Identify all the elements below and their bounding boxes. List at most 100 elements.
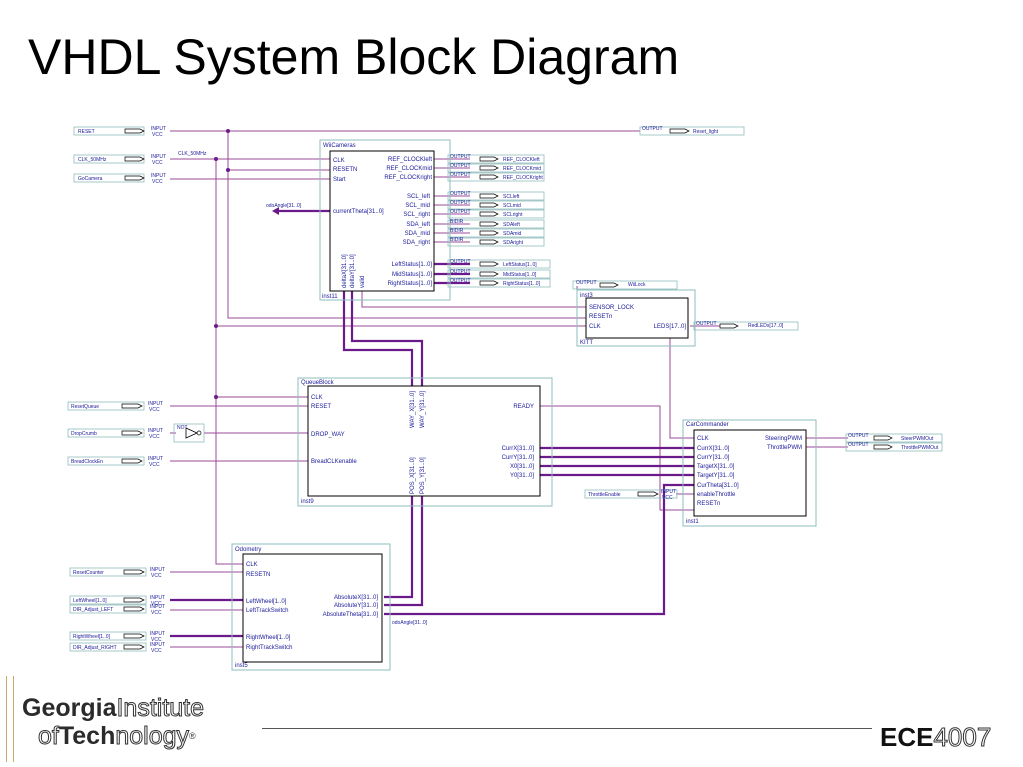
pin-label: RESETn bbox=[589, 314, 612, 320]
pin-label: TargetX[31..0] bbox=[697, 464, 735, 470]
net-label-odo-angle-2: odoAngle[31..0] bbox=[392, 620, 428, 626]
pin-label: OUTPUT bbox=[848, 433, 869, 439]
input-pins: RESET INPUT VCC CLK_50MHz INPUT VCC GoCa… bbox=[67, 126, 678, 654]
block-kitt: inst3 KITT SENSOR_LOCK RESETn CLK LEDS[1… bbox=[576, 289, 696, 347]
pin-label: SteerPWMOut bbox=[901, 436, 934, 442]
input-pin-right-wheel: RightWheel[1..0] INPUT VCC bbox=[69, 631, 165, 643]
pin-label: VCC bbox=[151, 648, 162, 654]
pin-label: inst3 bbox=[580, 293, 593, 299]
pin-label: AbsoluteX[31..0] bbox=[334, 595, 378, 601]
input-label-go: GoCamera bbox=[78, 176, 103, 182]
pin-label: SCLright bbox=[503, 212, 523, 218]
net-label-odo-angle: odoAngle[31..0] bbox=[266, 203, 302, 209]
pin-label: AbsoluteY[31..0] bbox=[334, 603, 378, 609]
pin-label: ThrottlePWMOut bbox=[901, 445, 939, 451]
pin-label: WiiLock bbox=[628, 282, 646, 288]
pin-label: VCC bbox=[152, 179, 163, 185]
pin-label: INPUT bbox=[150, 631, 165, 637]
pin-label: BreadCLKenable bbox=[311, 459, 357, 465]
block-name-kitt: KITT bbox=[580, 340, 593, 346]
pin-label: LeftWheel[1..0] bbox=[246, 599, 287, 605]
pin-label: VCC bbox=[149, 407, 160, 413]
pin-label: SDAright bbox=[503, 240, 524, 246]
pin-label: REF_CLOCKright bbox=[384, 175, 432, 181]
pin-label: CLK bbox=[246, 562, 258, 568]
pin-label: OUTPUT bbox=[450, 259, 471, 265]
pin-label: deltaX[31..0] bbox=[342, 254, 348, 288]
pin-label: INPUT bbox=[151, 126, 166, 132]
pin-label: MidStatus[1..0] bbox=[503, 272, 537, 278]
pin-label: OUTPUT bbox=[450, 269, 471, 275]
pin-label: ResetQueue bbox=[71, 404, 99, 410]
pin-label: OUTPUT bbox=[450, 154, 471, 160]
pin-label: SDAmid bbox=[503, 231, 522, 237]
pin-label: RESETn bbox=[697, 501, 720, 507]
pin-label: OUTPUT bbox=[450, 163, 471, 169]
pin-label: BIDIR bbox=[450, 219, 464, 225]
pin-label: REF_CLOCKleft bbox=[388, 157, 432, 163]
pin-label: CLK bbox=[311, 395, 323, 401]
pin-label: SCLmid bbox=[503, 203, 521, 209]
pin-label: RightStatus[1..0] bbox=[388, 281, 433, 287]
net-label-clk: CLK_50MHz bbox=[178, 151, 207, 157]
pin-label: OUTPUT bbox=[642, 126, 663, 132]
pin-label: TargetY[31..0] bbox=[697, 473, 735, 479]
block-diagram: RESET INPUT VCC CLK_50MHz INPUT VCC GoCa… bbox=[67, 126, 943, 671]
pin-label: BreadClockEn bbox=[71, 459, 103, 465]
pin-label: REF_CLOCKright bbox=[503, 175, 543, 181]
pin-label: VCC bbox=[151, 637, 162, 643]
block-car-commander: CarCommander inst1 CLK CurrX[31..0] Curr… bbox=[682, 419, 817, 527]
input-label-reset: RESET bbox=[78, 129, 95, 135]
pin-label: OUTPUT bbox=[696, 321, 717, 327]
input-pin-go: GoCamera INPUT VCC bbox=[73, 173, 166, 185]
pin-label: SDA_left bbox=[406, 222, 430, 228]
pin-label: SCLleft bbox=[503, 194, 520, 200]
pin-label: INPUT bbox=[148, 401, 163, 407]
pin-label: REF_CLOCKmid bbox=[386, 166, 432, 172]
pin-label: CurrY[31..0] bbox=[697, 455, 730, 461]
input-pin-clk: CLK_50MHz INPUT VCC bbox=[73, 154, 166, 166]
pin-label: BIDIR bbox=[450, 237, 464, 243]
pin-label: VCC bbox=[662, 495, 673, 501]
output-pin-wii-lock: OUTPUT WiiLock bbox=[572, 280, 678, 290]
pin-label: INPUT bbox=[148, 456, 163, 462]
pin-label: OUTPUT bbox=[450, 200, 471, 206]
pin-label: SCL_mid bbox=[405, 203, 430, 209]
pin-label: POS_X[31..0] bbox=[410, 457, 416, 494]
block-queue: QueueBlock inst9 CLK RESET DROP_WAY Brea… bbox=[297, 377, 553, 507]
input-label-clk: CLK_50MHz bbox=[78, 157, 107, 163]
pin-label: deltaY[31..0] bbox=[350, 254, 356, 288]
pin-label: SENSOR_LOCK bbox=[589, 305, 634, 311]
pin-label: LeftStatus[1..0] bbox=[503, 262, 537, 268]
pin-label: OUTPUT bbox=[450, 191, 471, 197]
block-name-car: CarCommander bbox=[686, 422, 729, 428]
block-wii-cameras: WiiCameras inst11 CLK RESETN Start curre… bbox=[319, 139, 451, 301]
pin-label: RESET bbox=[311, 404, 331, 410]
block-name-queue: QueueBlock bbox=[301, 380, 335, 386]
pin-label: RedLEDs[17..0] bbox=[748, 323, 784, 329]
pin-label: VCC bbox=[151, 610, 162, 616]
pin-label: RESETN bbox=[246, 572, 270, 578]
pin-label: OUTPUT bbox=[450, 209, 471, 215]
pin-label: RESETN bbox=[333, 167, 357, 173]
pin-label: INPUT bbox=[150, 595, 165, 601]
pin-label: INPUT bbox=[661, 489, 676, 495]
course-label: ECE4007 bbox=[880, 722, 992, 753]
input-pin-reset: RESET INPUT VCC bbox=[73, 126, 166, 138]
pin-label: Y0[31..0] bbox=[510, 473, 534, 479]
pin-label: VCC bbox=[149, 434, 160, 440]
pin-label: NOT bbox=[177, 425, 188, 431]
pin-label: POS_Y[31..0] bbox=[420, 457, 426, 494]
pin-label: ResetCounter bbox=[73, 570, 104, 576]
pin-label: LEDS[17..0] bbox=[654, 324, 687, 330]
pin-label: BIDIR bbox=[450, 228, 464, 234]
georgia-tech-logo: GeorgiaInstitute ofTechnology® bbox=[22, 694, 205, 750]
pin-label: inst1 bbox=[686, 519, 699, 525]
input-pin-reset-counter: ResetCounter INPUT VCC bbox=[69, 567, 165, 579]
block-odometry: Odometry inst5 CLK RESETN LeftWheel[1..0… bbox=[231, 543, 391, 671]
pin-label: INPUT bbox=[150, 567, 165, 573]
input-pin-dir-left: DIR_Adjust_LEFT INPUT VCC bbox=[69, 604, 165, 616]
pin-label: currentTheta[31..0] bbox=[333, 209, 384, 215]
pin-label: REF_CLOCKleft bbox=[503, 157, 540, 163]
pin-label: SDAleft bbox=[503, 222, 521, 228]
